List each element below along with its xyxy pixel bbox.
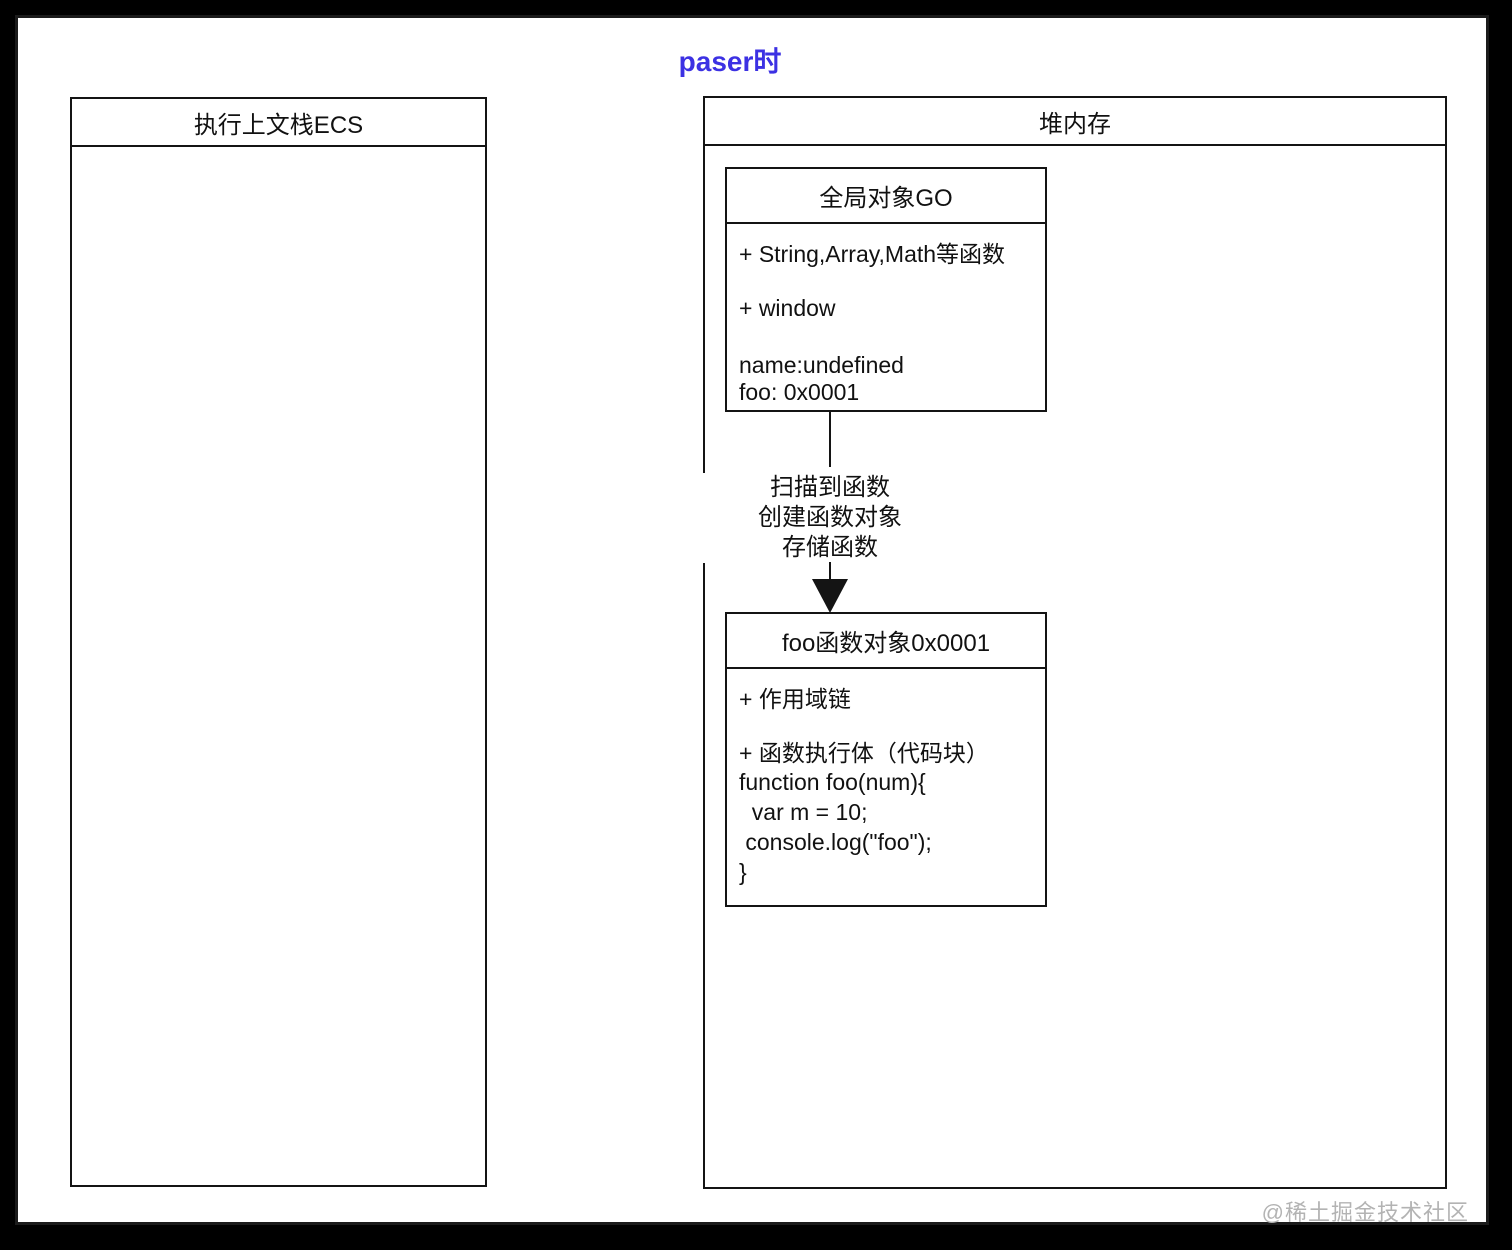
arrow-label-line-1: 扫描到函数: [770, 474, 890, 501]
foo-line-scope-chain: + 作用域链: [739, 686, 851, 712]
diagram-page: paser时 执行上文栈ECS 堆内存 全局对象GO + String,Arra…: [15, 15, 1489, 1225]
ecs-box-header: 执行上文栈ECS: [72, 99, 485, 147]
foo-function-box: foo函数对象0x0001 + 作用域链 + 函数执行体（代码块） functi…: [725, 612, 1047, 907]
arrow-label-line-3: 存储函数: [782, 534, 878, 561]
foo-function-box-body: + 作用域链 + 函数执行体（代码块） function foo(num){ v…: [727, 686, 1045, 887]
global-object-box-header: 全局对象GO: [727, 169, 1045, 224]
foo-line-body-label: + 函数执行体（代码块）: [739, 740, 989, 766]
watermark: @稀土掘金技术社区: [1261, 1200, 1469, 1225]
global-object-box: 全局对象GO + String,Array,Math等函数 + window n…: [725, 167, 1047, 412]
go-line-name: name:undefined: [739, 352, 904, 378]
foo-code-line-4: }: [739, 859, 747, 885]
go-line-foo-pointer: foo: 0x0001: [739, 379, 860, 405]
foo-function-box-header: foo函数对象0x0001: [727, 614, 1045, 669]
global-object-box-body: + String,Array,Math等函数 + window name:und…: [727, 241, 1045, 406]
arrow-head-icon: [812, 579, 848, 613]
heap-box-header: 堆内存: [705, 98, 1445, 146]
go-line-window: + window: [739, 295, 836, 321]
foo-code-line-3: console.log("foo");: [739, 829, 932, 855]
go-line-builtins: + String,Array,Math等函数: [739, 241, 1006, 267]
arrow-label: 扫描到函数 创建函数对象 存储函数: [680, 473, 980, 563]
foo-code-line-1: function foo(num){: [739, 769, 926, 795]
arrow-line-bottom-segment: [829, 562, 831, 586]
foo-code-line-2: var m = 10;: [739, 799, 868, 825]
diagram-title: paser时: [678, 46, 782, 77]
arrow-line-top-segment: [829, 412, 831, 467]
arrow-label-line-2: 创建函数对象: [758, 504, 902, 531]
ecs-box: 执行上文栈ECS: [70, 97, 487, 1187]
